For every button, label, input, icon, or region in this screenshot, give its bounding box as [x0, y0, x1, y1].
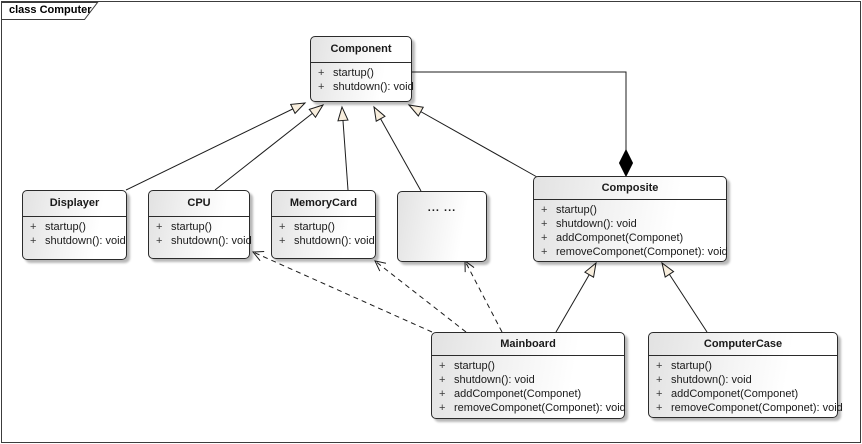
- operation-label: startup(): [171, 221, 212, 233]
- operation-row: + startup(): [311, 66, 411, 80]
- operation-label: startup(): [454, 360, 495, 372]
- visibility-public: +: [439, 360, 446, 372]
- class-cpu[interactable]: CPU + startup() + shutdown(): void: [148, 190, 252, 259]
- visibility-public: +: [318, 81, 325, 93]
- operation-row: + addComponet(Componet): [432, 387, 624, 401]
- composition-component-composite[interactable]: [412, 71, 627, 151]
- class-title: Composite: [534, 177, 726, 200]
- operation-label: removeComponet(Componet): void: [671, 402, 843, 414]
- operation-label: startup(): [671, 360, 712, 372]
- class-operations: + startup() + shutdown(): void: [311, 63, 414, 94]
- operation-row: + removeComponet(Componet): void: [534, 245, 728, 259]
- operation-row: + startup(): [649, 359, 837, 373]
- operation-row: + addComponet(Componet): [649, 387, 837, 401]
- class-operations: + startup() + shutdown(): void: [272, 217, 375, 248]
- class-title: MemoryCard: [272, 191, 375, 217]
- operation-row: + startup(): [272, 220, 375, 234]
- class-mainboard[interactable]: Mainboard + startup() + shutdown(): void +…: [431, 332, 626, 419]
- dependency-mainboard-placeholder[interactable]: [464, 260, 503, 333]
- operation-label: removeComponet(Componet): void: [454, 402, 626, 414]
- class-operations: + startup() + shutdown(): void + addCompone…: [649, 356, 843, 415]
- class-operations: + startup() + shutdown(): void + addCompone…: [432, 356, 626, 415]
- visibility-public: +: [439, 374, 446, 386]
- visibility-public: +: [156, 235, 163, 247]
- visibility-public: +: [156, 221, 163, 233]
- operation-label: shutdown(): void: [45, 235, 126, 247]
- operation-row: + startup(): [23, 220, 126, 234]
- class-title: ... ...: [427, 202, 457, 214]
- operation-row: + removeComponet(Componet): void: [432, 401, 626, 415]
- operation-label: shutdown(): void: [454, 374, 535, 386]
- class-component[interactable]: Component + startup() + shutdown(): void: [310, 36, 414, 102]
- class-title: ComputerCase: [649, 333, 837, 356]
- generalization-memorycard-component[interactable]: [337, 105, 349, 191]
- operation-row: + removeComponet(Componet): void: [649, 401, 843, 415]
- visibility-public: +: [541, 246, 548, 258]
- operation-row: + shutdown(): void: [649, 373, 837, 387]
- frame-title-tab: [2, 2, 99, 20]
- operation-label: startup(): [294, 221, 335, 233]
- visibility-public: +: [656, 374, 663, 386]
- class-operations: + startup() + shutdown(): void: [149, 217, 252, 248]
- visibility-public: +: [279, 235, 286, 247]
- generalization-placeholder-component[interactable]: [373, 105, 422, 192]
- operation-label: startup(): [333, 67, 374, 79]
- operation-row: + shutdown(): void: [534, 217, 726, 231]
- class-title: CPU: [149, 191, 249, 217]
- operation-label: addComponet(Componet): [556, 232, 684, 244]
- visibility-public: +: [541, 232, 548, 244]
- operation-row: + startup(): [432, 359, 624, 373]
- operation-label: startup(): [556, 204, 597, 216]
- operation-label: addComponet(Componet): [671, 388, 799, 400]
- operation-row: + addComponet(Componet): [534, 231, 726, 245]
- operation-row: + shutdown(): void: [272, 234, 375, 248]
- visibility-public: +: [656, 360, 663, 372]
- generalization-mainboard-composite[interactable]: [555, 261, 597, 333]
- operation-label: shutdown(): void: [171, 235, 252, 247]
- class-composite[interactable]: Composite + startup() + shutdown(): void +…: [533, 176, 728, 262]
- generalization-cpu-component[interactable]: [214, 104, 325, 191]
- operation-label: shutdown(): void: [333, 81, 414, 93]
- frame-title: class Computer: [9, 4, 92, 16]
- visibility-public: +: [30, 221, 37, 233]
- generalization-composite-component[interactable]: [407, 104, 538, 178]
- class-operations: + startup() + shutdown(): void + addCompone…: [534, 200, 728, 259]
- class-operations: + startup() + shutdown(): void: [23, 217, 126, 248]
- operation-row: + shutdown(): void: [311, 80, 414, 94]
- operation-label: startup(): [45, 221, 86, 233]
- class-placeholder[interactable]: ... ...: [397, 191, 487, 262]
- operation-row: + startup(): [534, 203, 726, 217]
- class-title: Component: [311, 37, 411, 63]
- generalization-displayer-component[interactable]: [125, 102, 307, 191]
- operation-label: removeComponet(Componet): void: [556, 246, 728, 258]
- visibility-public: +: [439, 388, 446, 400]
- operation-label: shutdown(): void: [671, 374, 752, 386]
- generalization-computercase-composite[interactable]: [661, 261, 708, 333]
- visibility-public: +: [656, 402, 663, 414]
- visibility-public: +: [656, 388, 663, 400]
- class-title: Displayer: [23, 191, 126, 217]
- visibility-public: +: [318, 67, 325, 79]
- operation-row: + startup(): [149, 220, 249, 234]
- operation-label: addComponet(Componet): [454, 388, 582, 400]
- visibility-public: +: [541, 218, 548, 230]
- class-memorycard[interactable]: MemoryCard + startup() + shutdown(): void: [271, 190, 376, 259]
- dependency-mainboard-cpu[interactable]: [251, 251, 433, 333]
- visibility-public: +: [30, 235, 37, 247]
- class-title: Mainboard: [432, 333, 624, 356]
- operation-label: shutdown(): void: [556, 218, 637, 230]
- operation-label: shutdown(): void: [294, 235, 375, 247]
- operation-row: + shutdown(): void: [432, 373, 624, 387]
- operation-row: + shutdown(): void: [149, 234, 252, 248]
- visibility-public: +: [541, 204, 548, 216]
- visibility-public: +: [279, 221, 286, 233]
- operation-row: + shutdown(): void: [23, 234, 126, 248]
- class-computercase[interactable]: ComputerCase + startup() + shutdown(): voi…: [648, 332, 843, 418]
- class-displayer[interactable]: Displayer + startup() + shutdown(): void: [22, 190, 127, 260]
- composition-diamond: [618, 148, 634, 178]
- dependency-mainboard-memorycard[interactable]: [374, 260, 467, 333]
- visibility-public: +: [439, 402, 446, 414]
